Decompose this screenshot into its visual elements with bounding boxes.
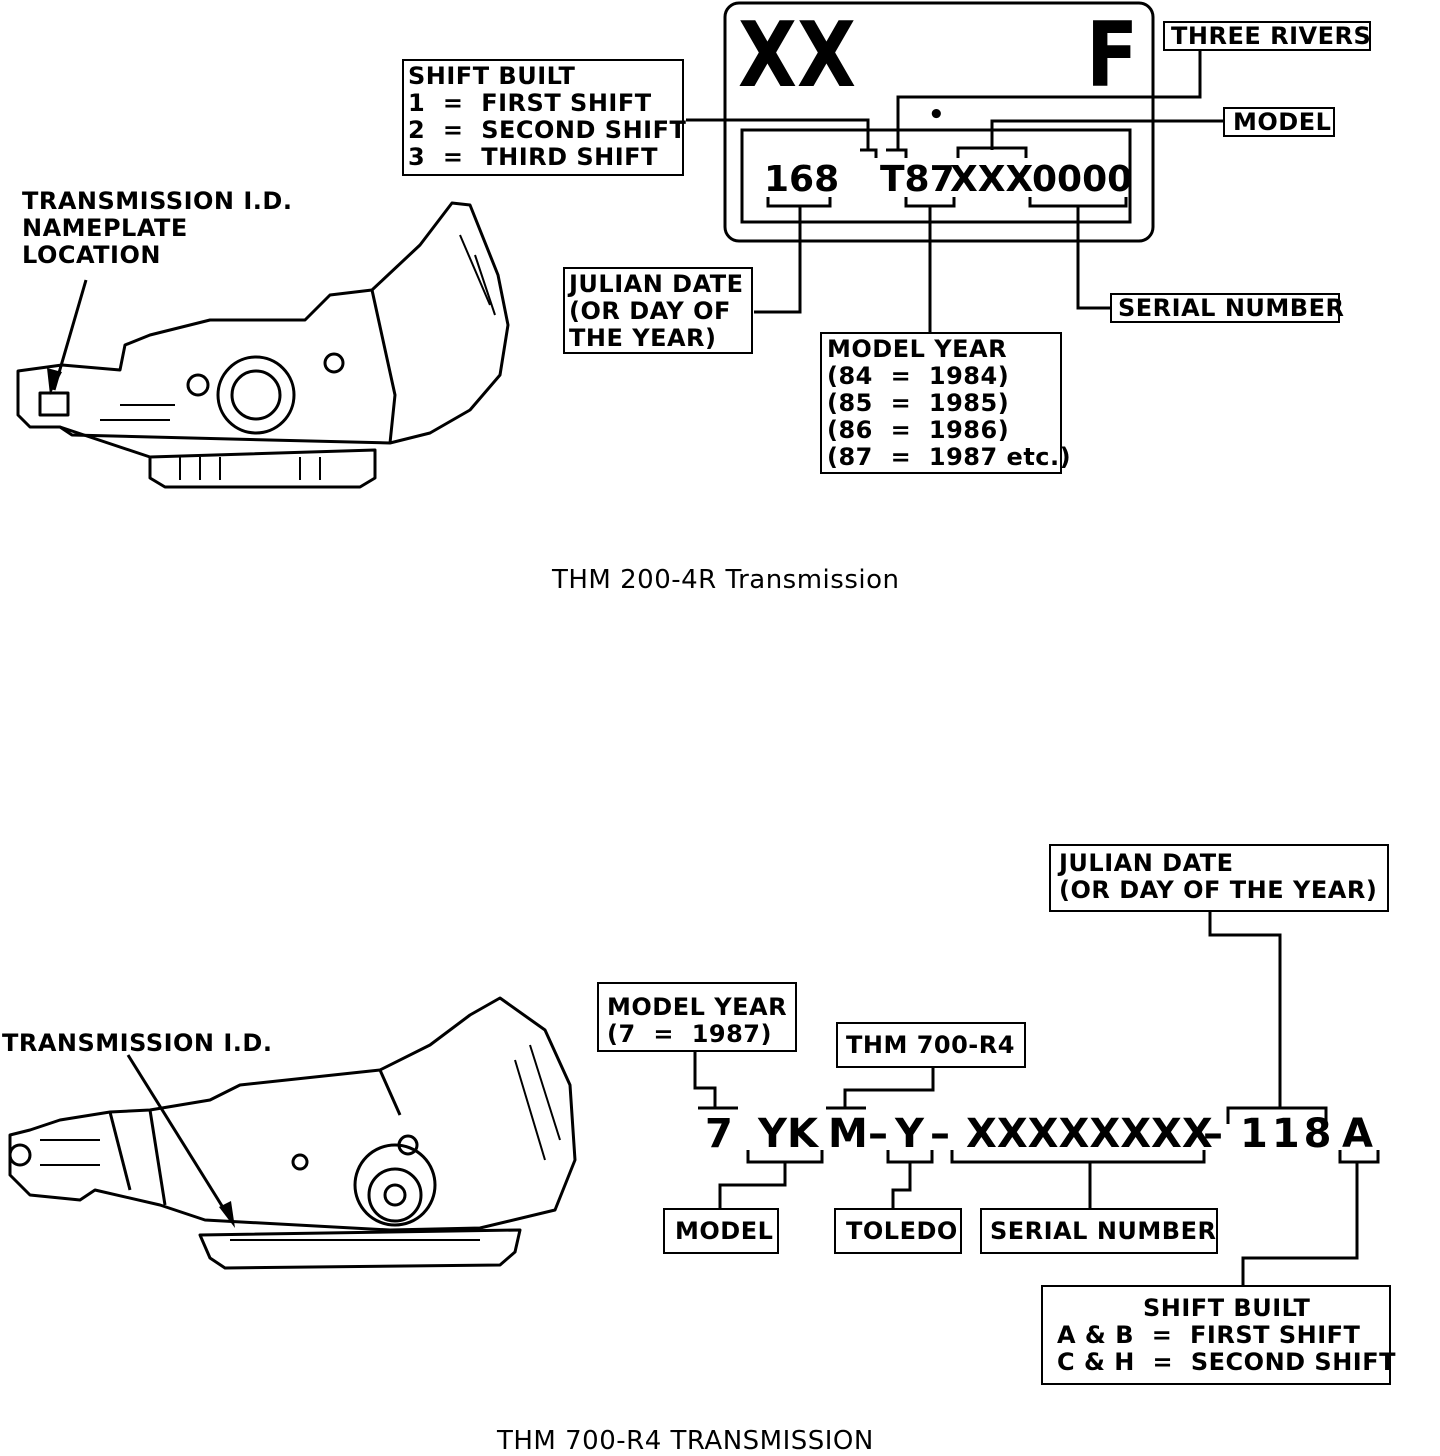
model-year-line: (84 = 1984) xyxy=(827,362,1010,390)
nameplate-location-label-line: LOCATION xyxy=(22,241,161,269)
three-rivers-leader xyxy=(896,50,1202,150)
location-arrowhead xyxy=(47,368,62,395)
nameplate-code-field xyxy=(740,128,1132,224)
plate-letter-f: F xyxy=(1086,3,1139,108)
code-julian-date: 168 xyxy=(764,159,840,200)
nameplate-location-label-line: NAMEPLATE xyxy=(22,214,188,242)
toledo-box: TOLEDO xyxy=(834,1208,962,1254)
model-year-box-b: MODEL YEAR (7 = 1987) xyxy=(597,982,797,1052)
code-model-b: YK xyxy=(758,1111,818,1157)
code-serial-b: XXXXXXXX xyxy=(966,1111,1213,1157)
shift-built-line: 3 = THIRD SHIFT xyxy=(408,143,658,171)
julian-leader xyxy=(754,206,802,314)
thm-700-r4-label: THM 700-R4 xyxy=(846,1031,1015,1059)
shift-built-box: SHIFT BUILT 1 = FIRST SHIFT 2 = SECOND S… xyxy=(402,59,687,176)
code-julian-b: 118 xyxy=(1240,1111,1336,1157)
three-rivers-box: THREE RIVERS xyxy=(1163,21,1371,51)
code-shift-b: A xyxy=(1342,1111,1373,1157)
plate-dot: • xyxy=(928,100,945,130)
thm-leader xyxy=(843,1068,935,1108)
model-year-line-b: MODEL YEAR xyxy=(607,993,788,1021)
thm-700-r4-illustration xyxy=(8,996,577,1270)
thm-200-4r-illustration xyxy=(16,201,510,489)
code-dash-3: – xyxy=(1203,1111,1223,1157)
model-year-leader-b xyxy=(693,1052,717,1108)
code-dash-1: – xyxy=(868,1111,888,1157)
shift-built-line-b: C & H = SECOND SHIFT xyxy=(1057,1348,1396,1376)
code-model-year: T87 xyxy=(880,159,955,200)
julian-line: THE YEAR) xyxy=(569,324,717,352)
model-label-b: MODEL xyxy=(675,1217,774,1245)
code-year-b: 7 xyxy=(705,1111,733,1157)
model-year-line-b: (7 = 1987) xyxy=(607,1020,772,1048)
toledo-label: TOLEDO xyxy=(846,1217,958,1245)
model-year-line: MODEL YEAR xyxy=(827,335,1008,363)
model-label: MODEL xyxy=(1233,108,1332,136)
plate-letters-xx: XX xyxy=(738,3,856,108)
model-year-line: (86 = 1986) xyxy=(827,416,1010,444)
julian-leader-b xyxy=(1208,912,1282,1108)
shift-built-line: SHIFT BUILT xyxy=(408,62,576,90)
toledo-leader xyxy=(891,1162,912,1208)
serial-leader xyxy=(1076,206,1110,310)
shift-built-line: 1 = FIRST SHIFT xyxy=(408,89,652,117)
julian-date-box-b: JULIAN DATE (OR DAY OF THE YEAR) xyxy=(1049,844,1389,912)
code-plant-b: Y xyxy=(895,1111,924,1157)
thm-700-r4-box: THM 700-R4 xyxy=(836,1022,1026,1068)
id-arrow-line xyxy=(126,1054,234,1223)
model-box-b: MODEL xyxy=(663,1208,779,1254)
model-leader-b xyxy=(718,1162,787,1208)
code-serial: 0000 xyxy=(1032,159,1133,200)
shift-built-line-b: A & B = FIRST SHIFT xyxy=(1057,1321,1361,1349)
serial-number-box-b: SERIAL NUMBER xyxy=(980,1208,1218,1254)
serial-number-box: SERIAL NUMBER xyxy=(1110,293,1344,323)
transmission-id-label: TRANSMISSION I.D. xyxy=(2,1029,273,1057)
thm-700-r4-caption: THM 700-R4 TRANSMISSION xyxy=(497,1426,874,1456)
shift-leader-b xyxy=(1241,1162,1359,1285)
julian-date-box: JULIAN DATE (OR DAY OF THE YEAR) xyxy=(563,267,753,354)
model-leader xyxy=(990,119,1223,150)
shift-built-box-b: SHIFT BUILT A & B = FIRST SHIFT C & H = … xyxy=(1041,1285,1396,1385)
model-year-line: (85 = 1985) xyxy=(827,389,1010,417)
code-model: XXX xyxy=(950,159,1034,200)
thm-200-4r-caption: THM 200-4R Transmission xyxy=(552,565,900,595)
julian-line: JULIAN DATE xyxy=(569,270,744,298)
three-rivers-label: THREE RIVERS xyxy=(1171,22,1372,50)
serial-number-label: SERIAL NUMBER xyxy=(1118,294,1345,322)
model-year-line: (87 = 1987 etc.) xyxy=(827,443,1072,471)
serial-number-label-b: SERIAL NUMBER xyxy=(990,1217,1217,1245)
julian-line-b: JULIAN DATE xyxy=(1059,849,1234,877)
code-type-b: M xyxy=(828,1111,868,1157)
nameplate-location-label-line: TRANSMISSION I.D. xyxy=(22,187,293,215)
code-dash-2: – xyxy=(930,1111,950,1157)
shift-built-leader xyxy=(686,118,870,150)
model-box: MODEL xyxy=(1223,107,1335,137)
julian-line: (OR DAY OF xyxy=(569,297,731,325)
julian-line-b: (OR DAY OF THE YEAR) xyxy=(1059,876,1378,904)
shift-built-line: 2 = SECOND SHIFT xyxy=(408,116,687,144)
model-year-box: MODEL YEAR (84 = 1984) (85 = 1985) (86 =… xyxy=(820,332,1071,474)
shift-built-line-b: SHIFT BUILT xyxy=(1143,1294,1311,1322)
